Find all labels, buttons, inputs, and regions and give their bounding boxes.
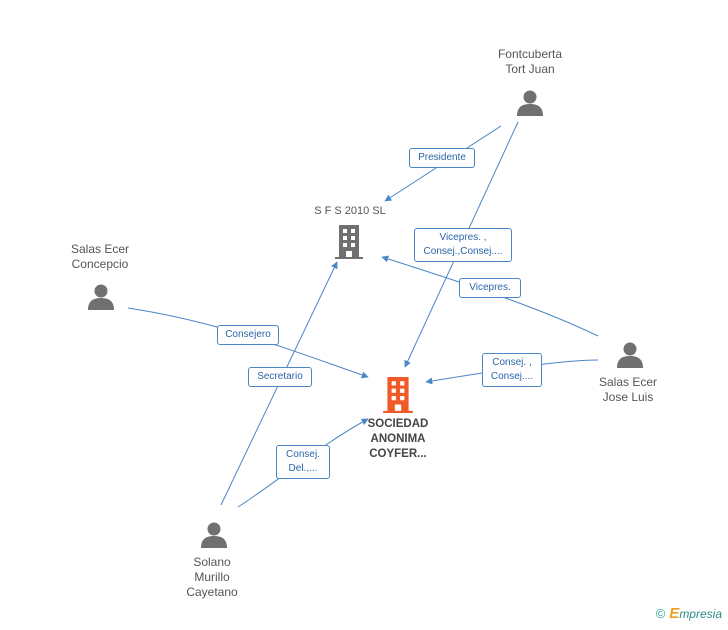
edge-label-presidente[interactable]: Presidente bbox=[409, 148, 475, 168]
brand-name: mpresia bbox=[679, 606, 722, 621]
node-label-sfs[interactable]: S F S 2010 SL bbox=[314, 205, 386, 217]
copyright-icon: © bbox=[655, 606, 666, 621]
person-icon-salas-jose[interactable] bbox=[617, 342, 643, 369]
node-label-solano[interactable]: Solano Murillo Cayetano bbox=[186, 555, 238, 599]
edge-label-vicepres[interactable]: Vicepres. bbox=[459, 278, 521, 298]
building-icon-sfs[interactable] bbox=[335, 225, 363, 259]
node-label-salas-concepcio[interactable]: Salas Ecer Concepcio bbox=[70, 242, 130, 271]
node-label-salas-jose[interactable]: Salas Ecer Jose Luis bbox=[598, 375, 658, 404]
edge-label-consej-jose[interactable]: Consej. , Consej.... bbox=[482, 353, 542, 387]
person-icon-fontcuberta[interactable] bbox=[517, 90, 543, 117]
edge-label-secretario[interactable]: Secretario bbox=[248, 367, 312, 387]
node-label-fontcuberta[interactable]: Fontcuberta Tort Juan bbox=[497, 47, 563, 76]
brand-logo-letter: E bbox=[669, 605, 680, 622]
building-icon-sociedad[interactable] bbox=[383, 377, 413, 413]
edge-label-vicepres-consej[interactable]: Vicepres. , Consej.,Consej.... bbox=[414, 228, 512, 262]
edge-label-consej-del[interactable]: Consej. Del.,... bbox=[276, 445, 330, 479]
edge-label-consejero[interactable]: Consejero bbox=[217, 325, 279, 345]
person-icon-salas-concepcio[interactable] bbox=[88, 284, 114, 311]
node-label-sociedad[interactable]: SOCIEDAD ANONIMA COYFER... bbox=[367, 418, 429, 460]
person-icon-solano[interactable] bbox=[201, 522, 227, 549]
